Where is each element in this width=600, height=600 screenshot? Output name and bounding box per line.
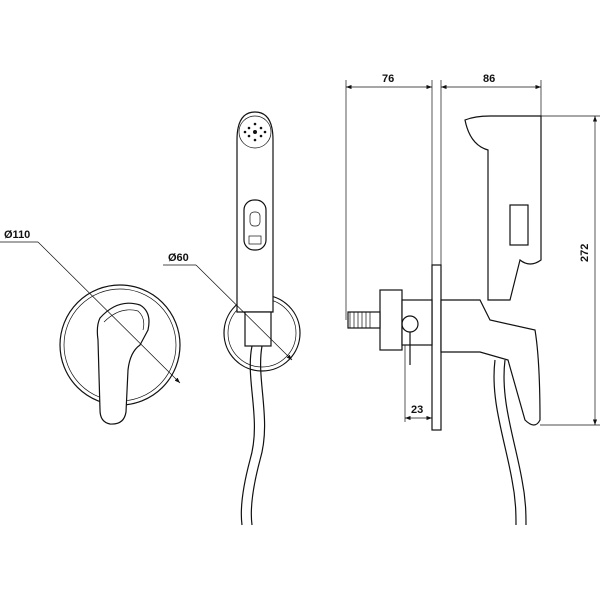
spray-nozzles: [243, 122, 267, 142]
side-view: [347, 115, 542, 526]
wall-depth-label: 76: [382, 73, 395, 85]
offset-label: 23: [411, 404, 424, 416]
mixer-front-view: [0, 241, 181, 425]
height-label: 272: [579, 243, 591, 262]
hand-shower-front-view: [163, 111, 301, 526]
dimension-lines: [345, 80, 600, 426]
holder-diameter-label: Ø60: [168, 252, 189, 264]
projection-label: 86: [483, 73, 496, 85]
plate-diameter-label: Ø110: [4, 229, 31, 241]
